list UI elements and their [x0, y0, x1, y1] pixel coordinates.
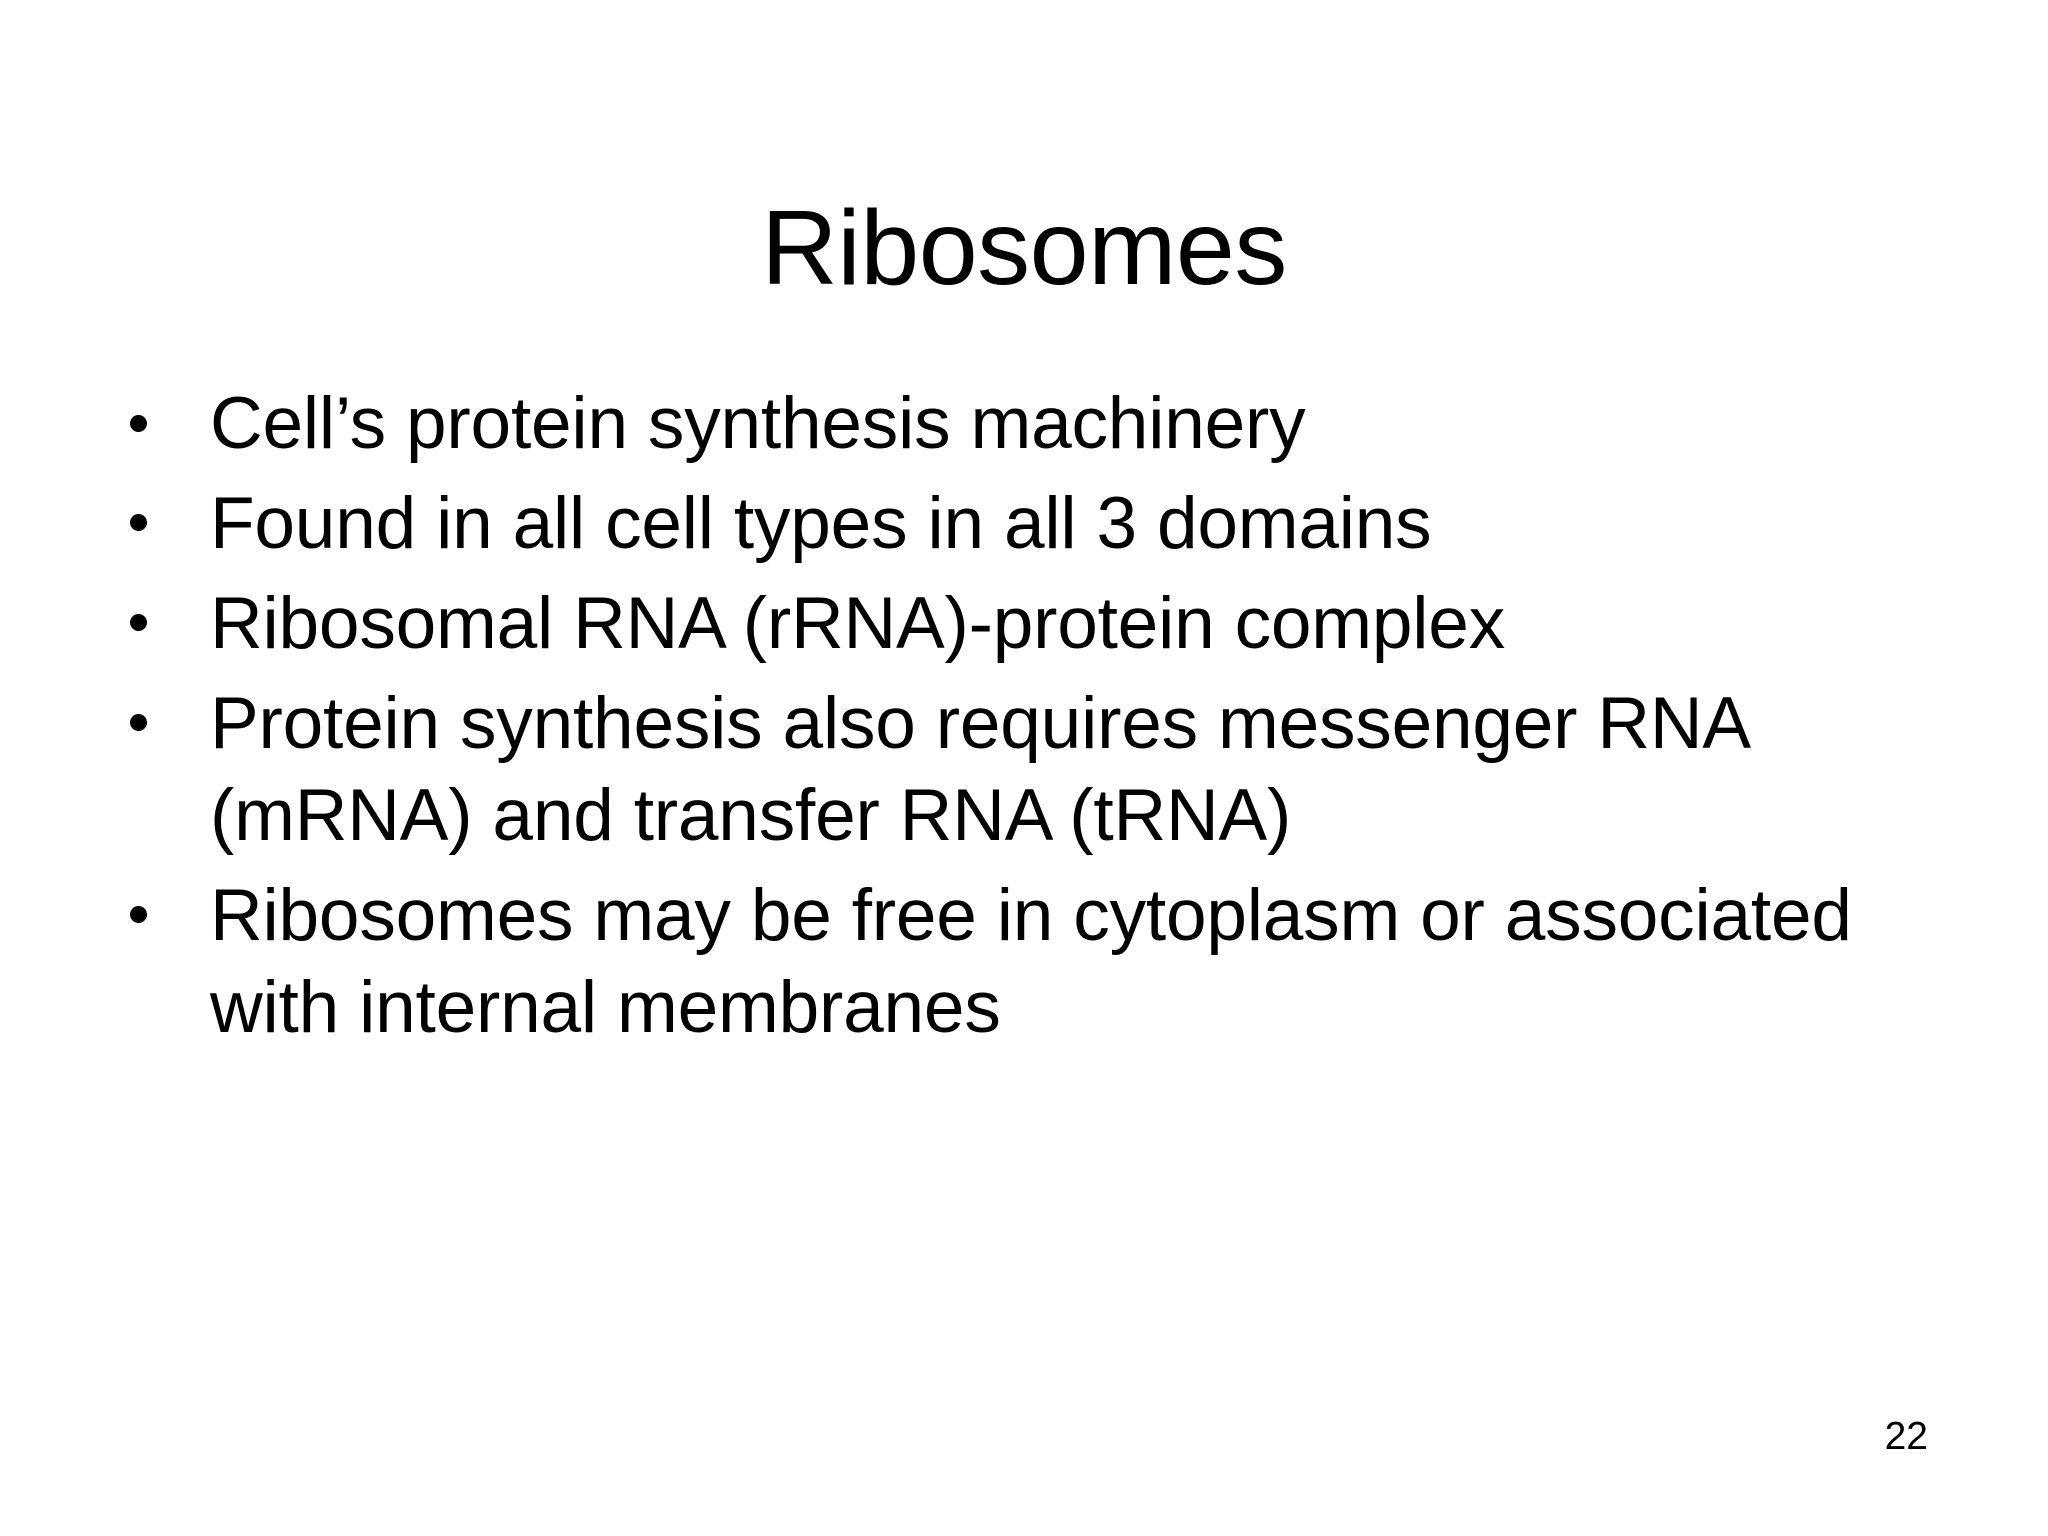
- bullet-point-icon: [130, 614, 147, 632]
- list-item-label: Ribosomal RNA (rRNA)-protein complex: [210, 582, 1506, 664]
- bullet-list: Cell’s protein synthesis machinery Found…: [118, 378, 1968, 1054]
- bullet-point-icon: [130, 714, 147, 732]
- list-item-label: Found in all cell types in all 3 domains: [210, 482, 1432, 564]
- list-item-label: Ribosomes may be free in cytoplasm or as…: [210, 874, 1852, 1048]
- page-number: 22: [1884, 1415, 1928, 1458]
- bullet-point-icon: [130, 514, 147, 532]
- page-title: Ribosomes: [761, 189, 1287, 308]
- bullet-point-icon: [130, 906, 147, 924]
- list-item: Found in all cell types in all 3 domains: [118, 478, 1968, 570]
- list-item-label: Cell’s protein synthesis machinery: [210, 383, 1306, 464]
- bullet-point-icon: [130, 414, 147, 432]
- list-item: Protein synthesis also requires messenge…: [118, 678, 1968, 862]
- list-item: Ribosomal RNA (rRNA)-protein complex: [118, 578, 1968, 670]
- list-item: Cell’s protein synthesis machinery: [118, 378, 1968, 470]
- list-item-label: Protein synthesis also requires messenge…: [210, 682, 1747, 856]
- list-item: Ribosomes may be free in cytoplasm or as…: [118, 870, 1968, 1054]
